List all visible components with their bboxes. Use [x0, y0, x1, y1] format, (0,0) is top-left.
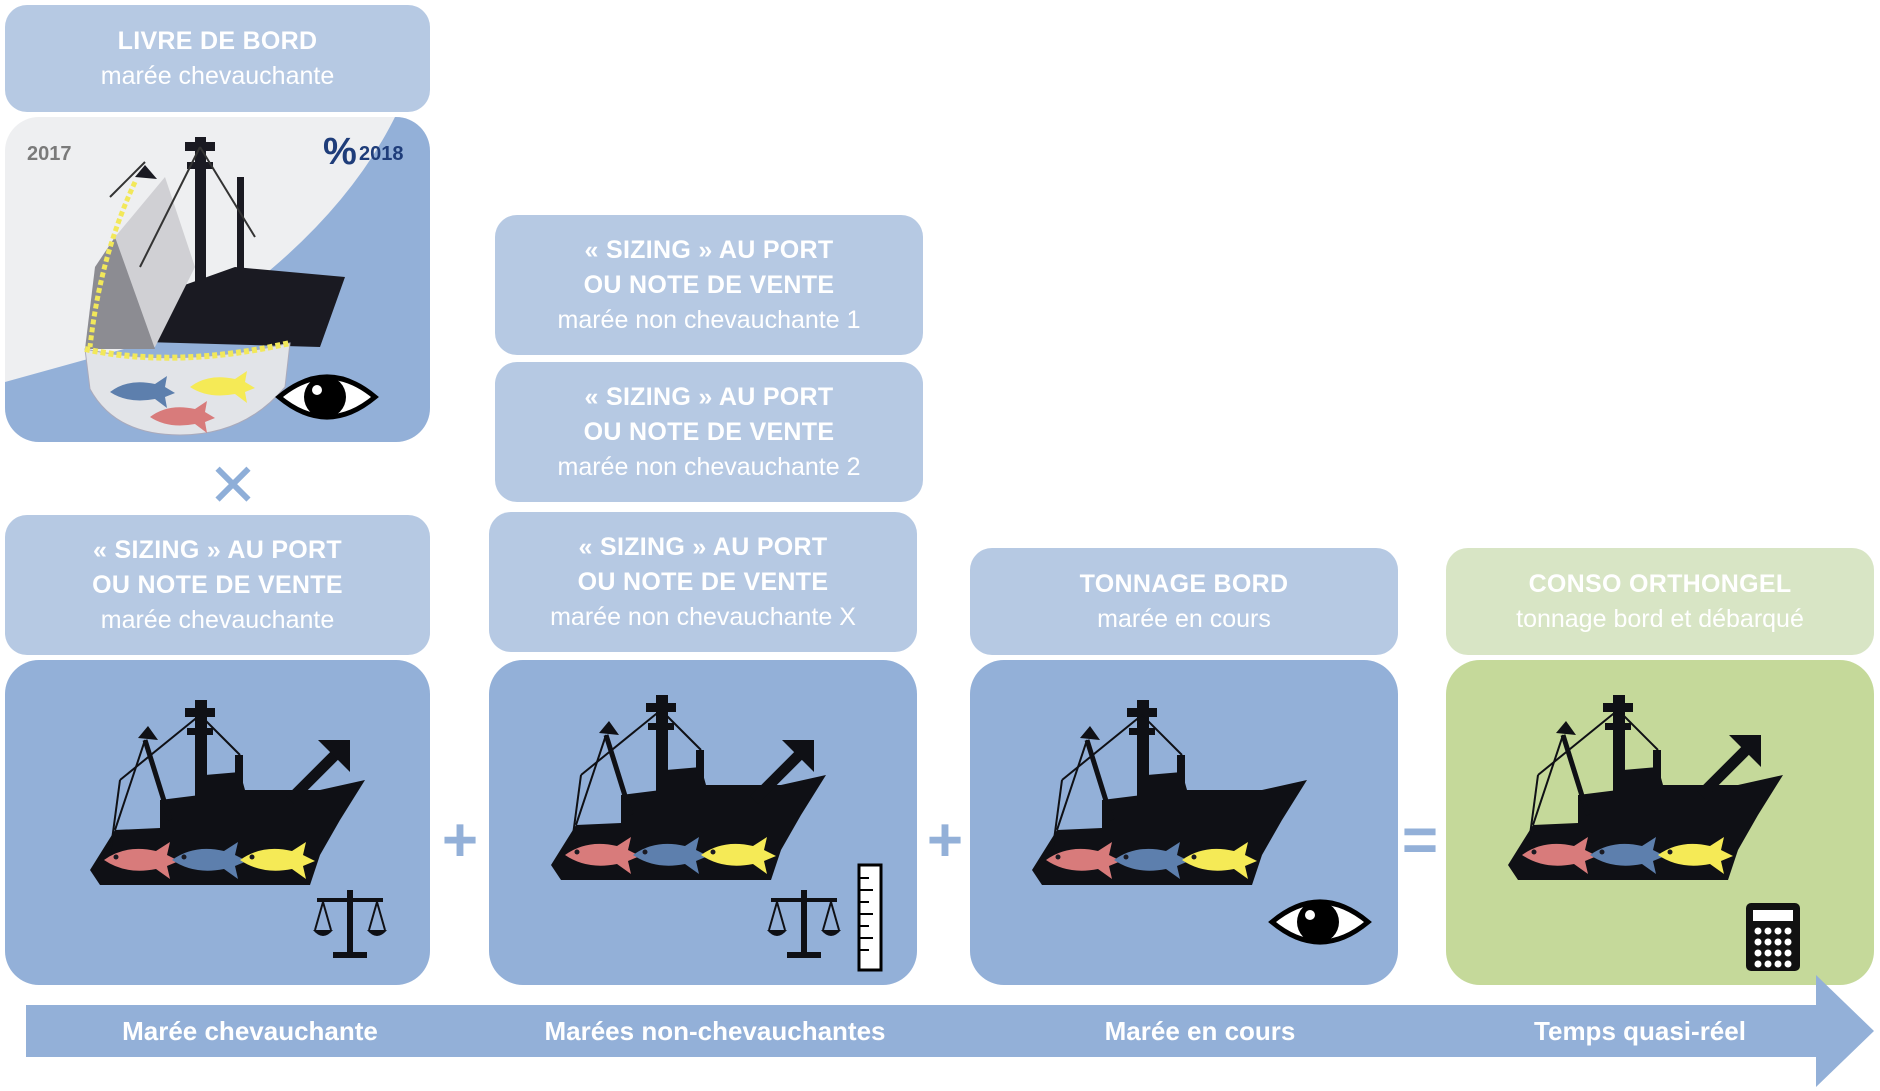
- year-right: 2018: [359, 143, 404, 165]
- logbook-panel: 2017 % 2018: [5, 117, 430, 442]
- seiner-ship-icon: [85, 137, 345, 349]
- ruler-icon: [857, 863, 883, 972]
- timeline-label-realtime: Temps quasi-réel: [1534, 1016, 1746, 1046]
- conso-subtitle: tonnage bord et débarqué: [1516, 604, 1804, 633]
- timeline-label-non-overlap: Marées non-chevauchantes: [544, 1016, 886, 1046]
- sizing-nonx-title-2: OU NOTE DE VENTE: [577, 567, 829, 596]
- sizing-nonx-subtitle: marée non chevauchante X: [550, 602, 856, 631]
- tonnage-label: TONNAGE BORD marée en cours: [970, 548, 1398, 655]
- non-overlap-ship-panel: [489, 660, 917, 985]
- sizing-non1-subtitle: marée non chevauchante 1: [557, 305, 861, 334]
- sizing-non2-title-1: « SIZING » AU PORT: [584, 382, 834, 411]
- overlap-ship-illustration: [5, 660, 388, 959]
- percent-sign: %: [323, 131, 357, 173]
- tonnage-subtitle: marée en cours: [1097, 604, 1271, 633]
- sizing-non1-title-2: OU NOTE DE VENTE: [583, 270, 835, 299]
- conso-title: CONSO ORTHONGEL: [1528, 569, 1792, 598]
- sizing-non2-label: « SIZING » AU PORT OU NOTE DE VENTE maré…: [495, 362, 923, 502]
- current-trip-ship-illustration: [970, 660, 1372, 945]
- eye-icon: [1268, 899, 1372, 945]
- sizing-overlap-subtitle: marée chevauchante: [100, 605, 335, 634]
- sizing-non1-label: « SIZING » AU PORT OU NOTE DE VENTE maré…: [495, 215, 923, 355]
- sizing-overlap-title-2: OU NOTE DE VENTE: [92, 570, 343, 599]
- calculator-icon: [1746, 903, 1800, 971]
- timeline-label-overlap: Marée chevauchante: [122, 1016, 378, 1046]
- plus-operator-2: +: [926, 806, 964, 875]
- eye-icon: [275, 374, 379, 420]
- logbook-label: LIVRE DE BORD marée chevauchante: [5, 5, 430, 112]
- plus-operator-1: +: [441, 806, 479, 875]
- logbook-illustration: [5, 117, 430, 442]
- sizing-non1-title-1: « SIZING » AU PORT: [584, 235, 834, 264]
- equals-operator: =: [1401, 806, 1439, 875]
- tonnage-title: TONNAGE BORD: [1079, 569, 1289, 598]
- logbook-title: LIVRE DE BORD: [117, 26, 318, 55]
- overlap-ship-panel: [5, 660, 430, 985]
- sizing-nonx-title-1: « SIZING » AU PORT: [578, 532, 828, 561]
- sizing-non2-title-2: OU NOTE DE VENTE: [583, 417, 835, 446]
- fish-icons: [110, 371, 255, 433]
- sizing-nonx-label: « SIZING » AU PORT OU NOTE DE VENTE maré…: [489, 512, 917, 652]
- realtime-ship-panel: [1446, 660, 1874, 985]
- timeline-label-current: Marée en cours: [1104, 1016, 1296, 1046]
- year-left: 2017: [27, 143, 72, 165]
- logbook-subtitle: marée chevauchante: [100, 61, 335, 90]
- current-trip-ship-panel: [970, 660, 1398, 985]
- conso-label: CONSO ORTHONGEL tonnage bord et débarqué: [1446, 548, 1874, 655]
- multiply-operator: ✕: [207, 452, 259, 519]
- purse-seine-net-icon: [84, 180, 291, 436]
- sizing-overlap-title-1: « SIZING » AU PORT: [93, 535, 342, 564]
- realtime-ship-illustration: [1446, 660, 1800, 971]
- timeline-arrow: [26, 975, 1874, 1087]
- non-overlap-ship-illustration: [489, 660, 883, 972]
- sizing-overlap-label: « SIZING » AU PORT OU NOTE DE VENTE maré…: [5, 515, 430, 655]
- sizing-non2-subtitle: marée non chevauchante 2: [557, 452, 861, 481]
